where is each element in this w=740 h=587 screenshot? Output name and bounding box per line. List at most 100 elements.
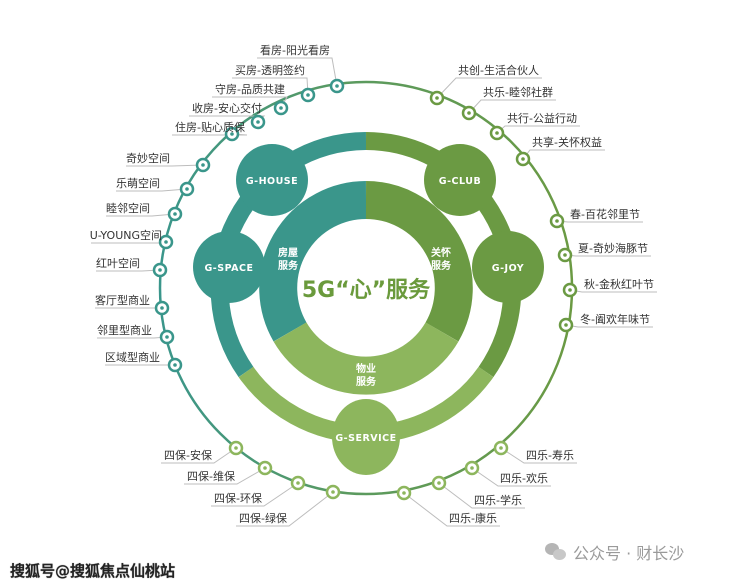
outer-label-house: 看房-阳光看房 <box>260 43 330 57</box>
node-g-house: G-HOUSE <box>236 144 308 216</box>
ring-marker-center <box>495 131 499 135</box>
leader-line <box>91 241 167 244</box>
node-label: G-SPACE <box>205 263 254 274</box>
ring-marker-center <box>230 132 234 136</box>
outer-label-space: 红叶空间 <box>96 256 140 270</box>
ring-marker-center <box>160 306 164 310</box>
outer-label-club: 共乐-睦邻社群 <box>483 85 553 99</box>
node-label: G-JOY <box>492 263 524 274</box>
node-g-joy: G-JOY <box>472 231 544 303</box>
outer-label-festivals: 春-百花邻里节 <box>570 208 640 221</box>
leader-line <box>211 482 299 507</box>
ring-marker-center <box>435 96 439 100</box>
core-segment-house <box>259 181 367 342</box>
outer-label-house: 收房-安心交付 <box>192 101 262 115</box>
leader-line <box>496 125 580 134</box>
node-label: G-CLUB <box>439 176 481 187</box>
ring-marker-center <box>173 212 177 216</box>
leader-line <box>500 447 577 464</box>
center-title: 5G“心”服务 <box>302 278 431 303</box>
leader-line <box>96 269 161 272</box>
leader-line <box>522 149 605 160</box>
wechat-icon <box>545 543 567 561</box>
ring-marker-center <box>568 288 572 292</box>
ring-marker-center <box>563 253 567 257</box>
ring-marker-center <box>263 466 267 470</box>
outer-label-club: 共享-关怀权益 <box>532 135 602 149</box>
leader-line <box>257 57 338 87</box>
leader-line <box>161 447 237 464</box>
leader-line <box>438 482 525 509</box>
outer-label-commerce: 客厅型商业 <box>95 293 150 307</box>
watermark-wechat: 公众号 · 财长沙 <box>545 540 684 564</box>
core-label-care-1: 关怀 <box>431 246 451 259</box>
outer-label-club: 共行-公益行动 <box>507 111 577 125</box>
outer-label-four-guarantees: 四保-维保 <box>187 469 235 483</box>
leader-line <box>436 77 542 99</box>
node-label: G-HOUSE <box>246 176 298 187</box>
outer-label-space: U-YOUNG空间 <box>90 228 162 242</box>
node-g-service: G-SERVICE <box>332 399 400 475</box>
outer-label-four-guarantees: 四保-绿保 <box>239 511 287 525</box>
outer-label-space: 乐萌空间 <box>116 176 160 190</box>
ring-marker-center <box>564 323 568 327</box>
ring-marker-center <box>173 363 177 367</box>
outer-label-four-guarantees: 四保-环保 <box>214 491 262 505</box>
ring-marker-center <box>306 93 310 97</box>
watermark-wechat-text: 公众号 · 财长沙 <box>573 544 685 563</box>
outer-label-space: 睦邻空间 <box>106 201 150 215</box>
ring-marker-center <box>555 219 559 223</box>
core-label-property-2: 服务 <box>356 375 377 388</box>
leader-line <box>564 254 651 257</box>
core-segment-property <box>273 321 459 395</box>
middle-ring-teal <box>210 132 367 378</box>
ring-marker-center <box>521 157 525 161</box>
outer-label-club: 共创-生活合伙人 <box>458 63 539 77</box>
outer-label-four-guarantees: 四保-安保 <box>164 448 212 462</box>
outer-label-house: 买房-透明签约 <box>235 63 305 77</box>
outer-label-house: 守房-品质共建 <box>215 82 285 96</box>
ring-marker-center <box>158 268 162 272</box>
ring-marker-center <box>437 481 441 485</box>
ring-marker-center <box>296 481 300 485</box>
leader-line <box>236 491 334 527</box>
ring-marker-center <box>470 466 474 470</box>
outer-label-festivals: 秋-金秋红叶节 <box>584 277 654 291</box>
ring-marker-center <box>467 111 471 115</box>
outer-label-house: 住房-贴心质保 <box>175 120 245 134</box>
node-g-club: G-CLUB <box>424 144 496 216</box>
ring-marker-center <box>165 335 169 339</box>
leader-line <box>556 220 643 223</box>
middle-ring-green <box>365 132 522 378</box>
outer-label-festivals: 冬-阖欢年味节 <box>580 312 650 326</box>
leader-line <box>184 467 266 485</box>
core-segment-care <box>365 181 473 342</box>
outer-label-four-joys: 四乐-寿乐 <box>526 448 574 462</box>
outer-label-four-joys: 四乐-康乐 <box>449 511 497 525</box>
ring-marker-center <box>335 84 339 88</box>
core-label-house-1: 房屋 <box>278 246 298 259</box>
ring-marker-center <box>256 120 260 124</box>
node-label: G-SERVICE <box>335 433 396 444</box>
outer-label-space: 奇妙空间 <box>126 151 170 165</box>
outer-label-festivals: 夏-奇妙海豚节 <box>578 241 648 255</box>
outer-label-four-joys: 四乐-学乐 <box>474 493 522 507</box>
ring-marker-center <box>164 240 168 244</box>
ring-marker-center <box>499 446 503 450</box>
outer-label-commerce: 邻里型商业 <box>97 323 152 337</box>
ring-marker-center <box>201 163 205 167</box>
leader-line <box>106 213 176 217</box>
leader-line <box>403 492 500 527</box>
watermark-sohu: 搜狐号@搜狐焦点仙桃站 <box>10 562 176 580</box>
ring-marker-center <box>402 491 406 495</box>
ring-marker-center <box>234 446 238 450</box>
core-label-house-2: 服务 <box>278 259 299 272</box>
leader-line <box>116 188 188 192</box>
core-label-property-1: 物业 <box>356 362 376 375</box>
outer-label-four-joys: 四乐-欢乐 <box>500 471 548 485</box>
node-g-space: G-SPACE <box>193 231 265 303</box>
leader-line <box>126 164 204 167</box>
ring-marker-center <box>185 187 189 191</box>
leader-line <box>97 336 168 339</box>
